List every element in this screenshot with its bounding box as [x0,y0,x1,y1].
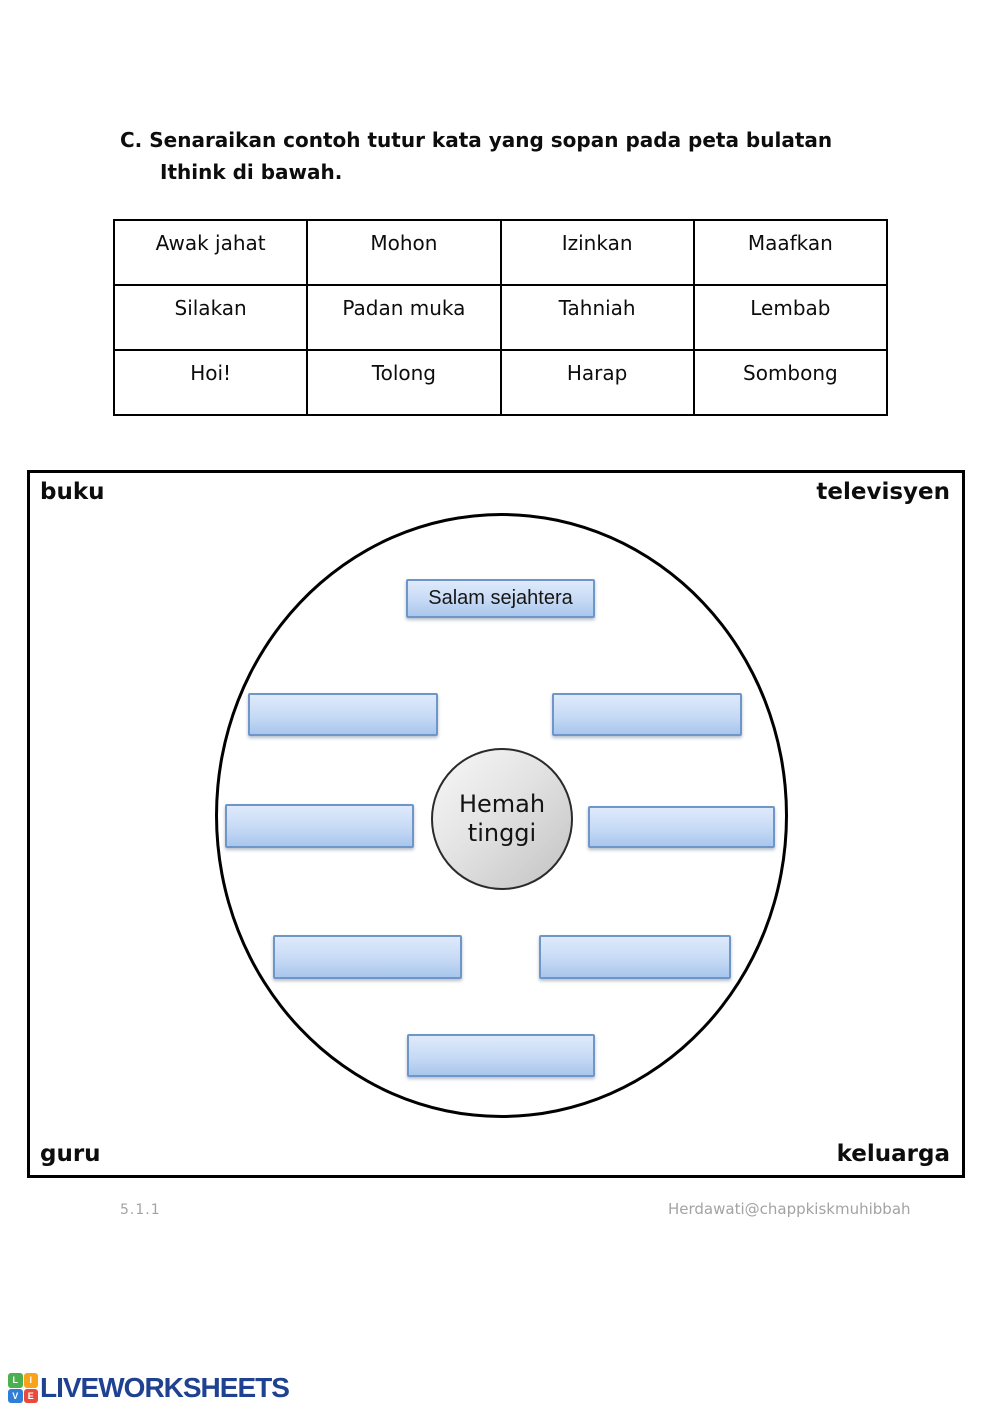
circle-map-frame: buku televisyen guru keluarga Salam seja… [27,470,965,1178]
question-heading: C. Senaraikan contoh tutur kata yang sop… [120,124,900,188]
answer-box-empty-7[interactable] [407,1034,595,1077]
frame-label-televisyen: televisyen [816,479,950,505]
heading-line-1: C. Senaraikan contoh tutur kata yang sop… [120,128,833,152]
reference-code: 5.1.1 [120,1202,161,1218]
author-credit: Herdawati@chappkiskmuhibbah [668,1200,911,1218]
logo-letter-e: E [23,1388,38,1403]
word-cell: Sombong [692,349,889,416]
center-topic-line2: tinggi [467,819,537,847]
liveworksheets-logo[interactable]: L I V E LIVEWORKSHEETS [8,1372,290,1404]
answer-box-empty-2[interactable] [552,693,742,736]
answer-box-filled[interactable]: Salam sejahtera [406,579,595,618]
word-cell: Padan muka [306,284,502,351]
word-cell: Silakan [112,284,309,351]
frame-label-buku: buku [40,479,105,505]
table-row: Silakan Padan muka Tahniah Lembab [112,284,889,351]
answer-box-empty-3[interactable] [225,804,414,848]
word-cell: Tahniah [499,284,695,351]
word-cell: Maafkan [692,219,889,286]
answer-box-empty-5[interactable] [273,935,462,979]
answer-box-empty-1[interactable] [248,693,438,736]
answer-text: Salam sejahtera [428,587,573,609]
logo-squares-icon: L I V E [8,1373,38,1403]
table-row: Hoi! Tolong Harap Sombong [112,349,889,416]
center-topic-line1: Hemah [458,790,546,818]
logo-letter-l: L [8,1373,23,1388]
answer-box-empty-4[interactable] [588,806,775,848]
word-cell: Hoi! [112,349,309,416]
center-topic-circle: Hemah tinggi [431,748,573,890]
word-bank-table: Awak jahat Mohon Izinkan Maafkan Silakan… [112,219,889,416]
answer-box-empty-6[interactable] [539,935,731,979]
word-cell: Awak jahat [112,219,309,286]
frame-label-keluarga: keluarga [836,1141,950,1167]
word-cell: Izinkan [499,219,695,286]
logo-letter-v: V [8,1388,23,1403]
logo-wordmark: LIVEWORKSHEETS [40,1372,290,1403]
heading-line-2: Ithink di bawah. [160,160,343,184]
word-cell: Mohon [306,219,502,286]
word-cell: Harap [499,349,695,416]
frame-label-guru: guru [40,1141,101,1167]
logo-letter-i: I [23,1373,38,1388]
word-cell: Tolong [306,349,502,416]
table-row: Awak jahat Mohon Izinkan Maafkan [112,219,889,286]
word-cell: Lembab [692,284,889,351]
